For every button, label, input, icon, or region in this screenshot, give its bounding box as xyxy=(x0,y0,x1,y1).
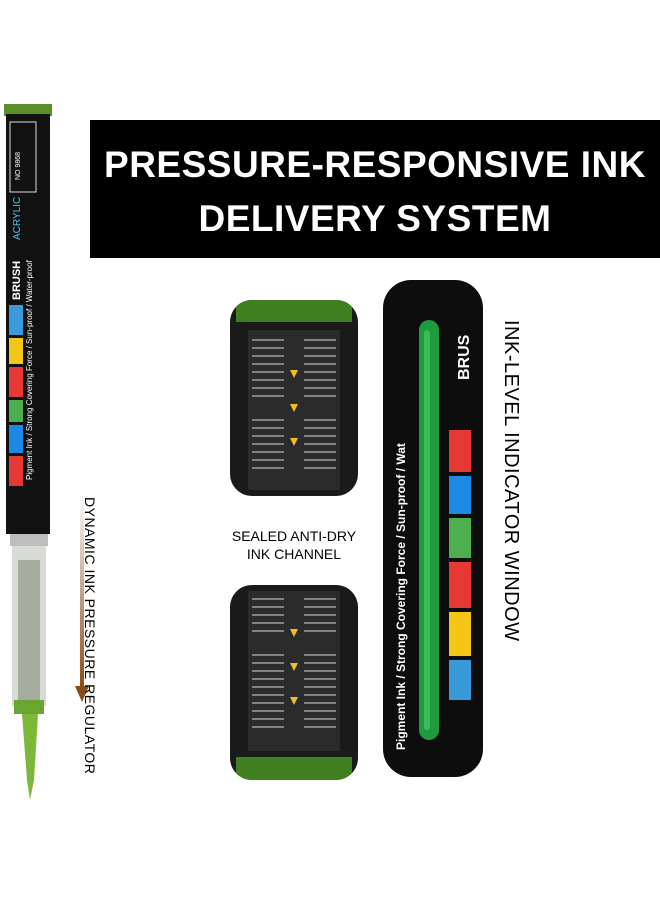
window-features-text: Pigment Ink / Strong Covering Force / Su… xyxy=(394,443,408,750)
pen-collar xyxy=(14,700,44,714)
flow-arrow-icon xyxy=(290,663,298,671)
pen-brush-text: BRUSH xyxy=(11,261,23,300)
brush-tip xyxy=(22,714,38,800)
brush-pen-image: Pigment Ink / Strong Covering Force / Su… xyxy=(4,104,52,800)
window-liquid-logo xyxy=(449,430,471,700)
pen-ring xyxy=(10,534,48,546)
pen-cap-top xyxy=(4,104,52,116)
channel-crop-bottom xyxy=(230,585,358,780)
sealed-label-line-2: INK CHANNEL xyxy=(246,546,342,562)
flow-arrow-icon xyxy=(290,629,298,637)
flow-arrow-icon xyxy=(290,697,298,705)
pen-model-text: NO 9868 xyxy=(15,152,22,180)
title-line-2: DELIVERY SYSTEM xyxy=(198,198,552,239)
flow-arrow-icon xyxy=(290,370,298,378)
flow-arrow-icon xyxy=(290,404,298,412)
pen-features-text: Pigment Ink / Strong Covering Force / Su… xyxy=(25,259,34,480)
care-icons xyxy=(9,121,37,193)
sealed-channel-label: SEALED ANTI-DRY INK CHANNEL xyxy=(218,527,370,563)
title-banner: PRESSURE-RESPONSIVE INK DELIVERY SYSTEM xyxy=(90,120,660,258)
sealed-label-line-1: SEALED ANTI-DRY xyxy=(231,528,357,544)
indicator-window-crop: BRUS Pigment Ink / Strong Covering Force… xyxy=(383,280,483,777)
channel-crop-top xyxy=(230,300,358,496)
title-line-1: PRESSURE-RESPONSIVE INK xyxy=(104,144,646,185)
liquid-logo xyxy=(9,305,23,486)
pen-acrylic-text: ACRYLIC xyxy=(12,197,23,240)
window-brush-text: BRUS xyxy=(456,334,473,380)
indicator-label: INK-LEVEL INDICATOR WINDOW xyxy=(500,320,522,642)
regulator-label: DYNAMIC INK PRESSURE REGULATOR xyxy=(82,497,98,775)
flow-arrow-icon xyxy=(290,438,298,446)
down-arrow-icon xyxy=(75,492,89,702)
